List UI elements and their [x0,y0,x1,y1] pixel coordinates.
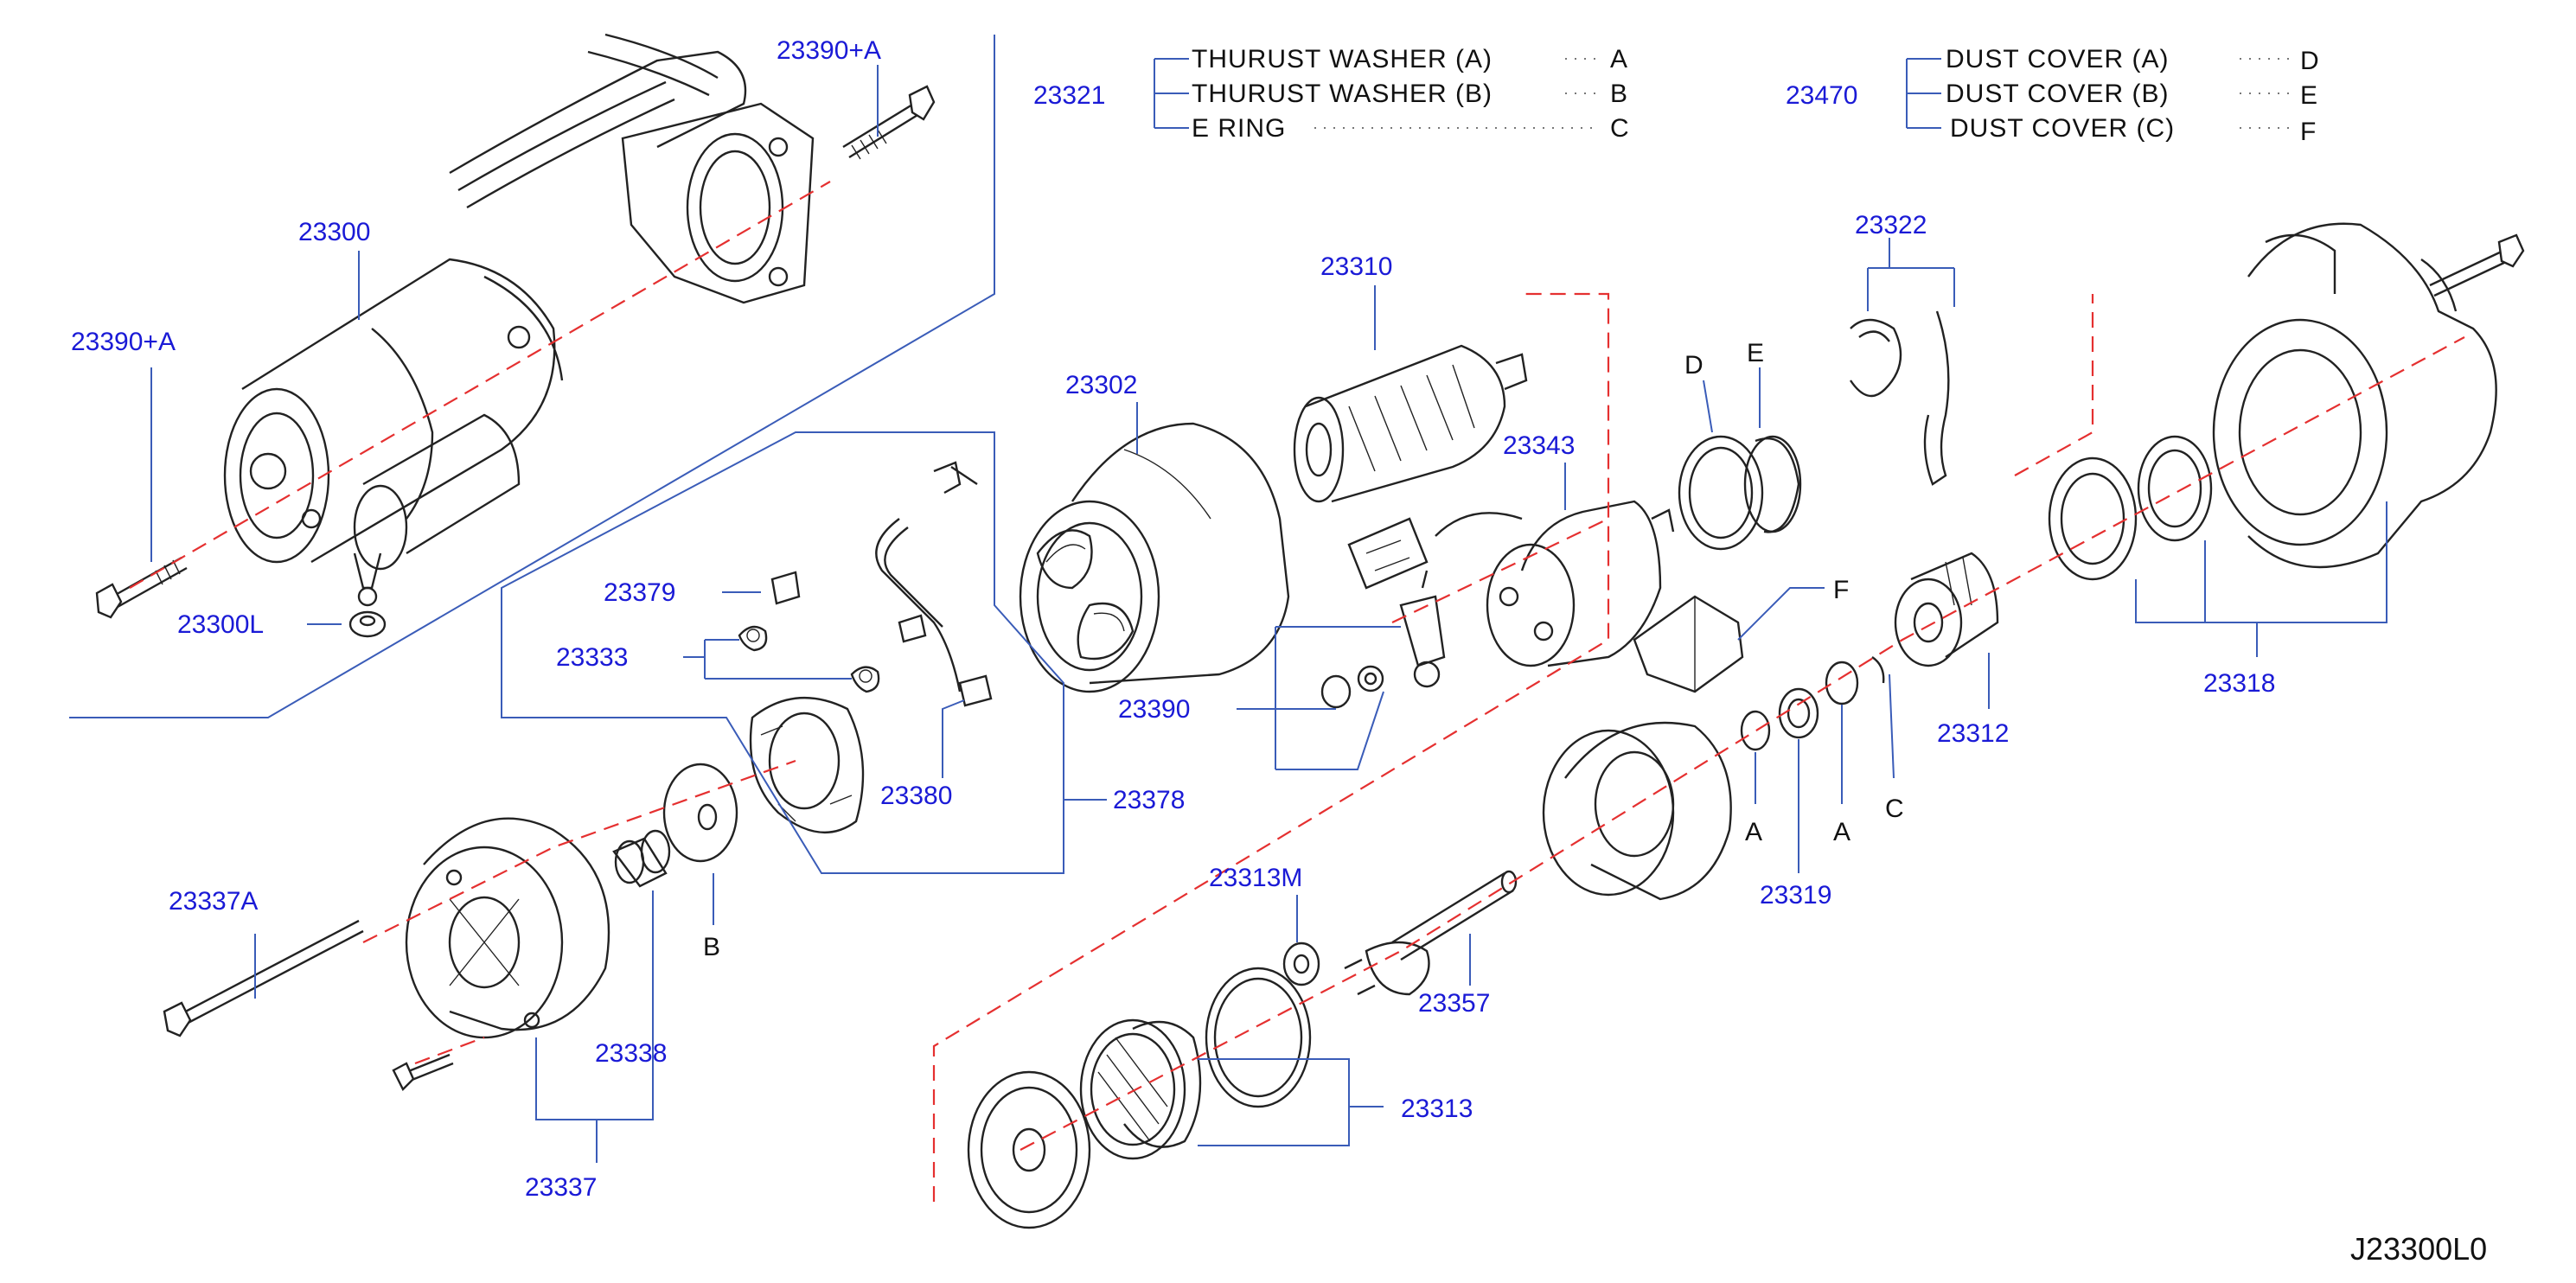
part-label-dust-cover-f: F [1833,576,1849,604]
part-label-thrust-washer-a-2: A [1833,818,1851,846]
legend-cover-group: 23470 DUST COVER (A) D DUST COVER (B) E … [1786,45,2320,146]
legend-item-dust-cover-c: DUST COVER (C) [1950,114,2175,143]
yoke-23302-illustration [1019,422,1290,693]
legend-washer-group: 23321 THURUST WASHER (A) A THURUST WASHE… [1033,45,1630,143]
part-label-23357: 23357 [1418,989,1490,1018]
dust-covers-illustration [1633,435,1802,693]
legend-ref-a: A [1610,45,1628,73]
part-label-23333: 23333 [556,643,628,672]
legend-ref-b: B [1610,80,1628,108]
part-label-23343: 23343 [1503,431,1575,460]
part-label-23338: 23338 [595,1039,667,1068]
part-label-23322: 23322 [1855,211,1927,239]
brush-holder-illustration [738,461,993,834]
assembled-starter-illustration [223,33,815,607]
part-label-dust-cover-d: D [1684,351,1703,380]
axis-centerlines [129,181,2465,1202]
leader-lines [69,35,2387,1163]
terminal-parts-23390-illustration [1320,570,1446,709]
legend-item-e-ring: E RING [1192,114,1286,143]
legend-item-thrust-washer-b: THURUST WASHER (B) [1192,80,1493,108]
part-label-23313m: 23313M [1209,864,1302,892]
rear-end-frame-illustration [163,817,610,1092]
part-label-23470: 23470 [1786,81,1857,110]
part-label-23390a-left: 23390+A [71,328,176,356]
part-label-washer-b: B [703,933,720,961]
part-label-23318: 23318 [2203,669,2275,698]
part-label-23390: 23390 [1118,695,1190,724]
legend-ref-e: E [2300,81,2318,110]
part-label-23310: 23310 [1320,252,1392,281]
legend-dotted-leaders [1314,58,2296,129]
bolt-23390a-top-illustration [842,85,936,160]
part-labels: 23390+A 23300 23390+A 23300L 23379 23333… [71,36,2275,1202]
part-label-23321: 23321 [1033,81,1105,110]
part-label-23300: 23300 [298,218,370,246]
part-label-23337: 23337 [525,1173,597,1202]
bolt-23390a-left-illustration [95,556,188,619]
legend-item-dust-cover-b: DUST COVER (B) [1946,80,2169,108]
part-label-23390a-top: 23390+A [777,36,881,65]
legend-ref-f: F [2300,118,2317,146]
part-label-23378: 23378 [1113,786,1185,814]
part-label-dust-cover-e: E [1747,339,1764,367]
washer-b-illustration [662,763,738,863]
legend-item-dust-cover-a: DUST COVER (A) [1946,45,2169,73]
part-label-23379: 23379 [604,578,675,607]
part-label-thrust-washer-a-1: A [1745,818,1762,846]
shaft-and-gears-illustration [967,870,1518,1229]
armature-23310-illustration [1293,344,1528,503]
legend-ref-d: D [2300,47,2320,75]
part-label-23380: 23380 [880,782,952,810]
drive-end-parts-illustration [1542,222,2525,901]
part-label-23319: 23319 [1760,881,1831,910]
bushing-23338-illustration [612,829,671,888]
part-label-23313: 23313 [1401,1095,1473,1123]
part-label-e-ring-c: C [1885,795,1904,823]
part-label-23300l: 23300L [177,610,264,639]
diagram-code: J23300L0 [2350,1231,2487,1267]
solenoid-23343-illustration [1347,500,1675,667]
legend-item-thrust-washer-a: THURUST WASHER (A) [1192,45,1493,73]
part-label-23302: 23302 [1065,371,1137,399]
clips-23322-illustration [1850,310,1950,486]
part-label-23337a: 23337A [169,887,258,916]
nut-23300l-illustration [348,610,387,638]
part-label-23312: 23312 [1937,719,2009,748]
legend-ref-c: C [1610,114,1630,143]
